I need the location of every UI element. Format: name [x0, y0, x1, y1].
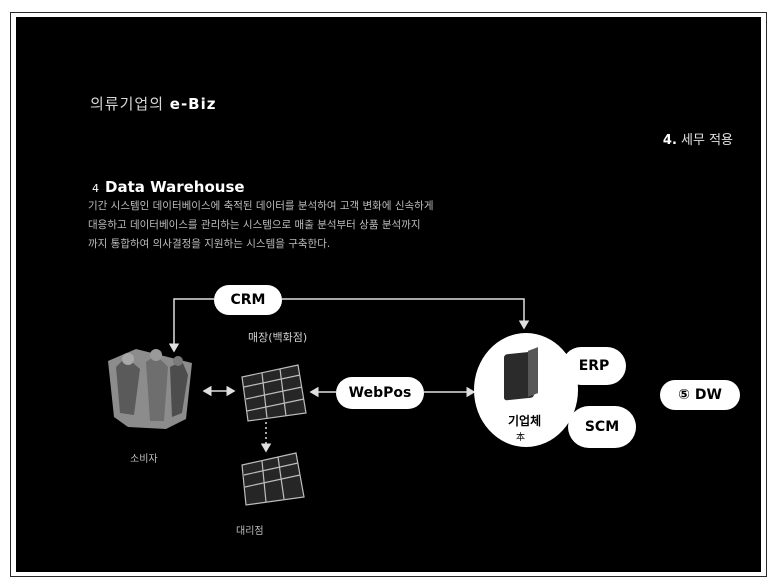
description-line: 대응하고 데이터베이스를 관리하는 시스템으로 매출 분석부터 상품 분석까지 — [88, 219, 421, 231]
subject-ebiz: e-Biz — [169, 95, 217, 113]
dw-badge: ⑤ DW — [660, 380, 740, 410]
heading-number: 4 — [92, 182, 99, 195]
slide: 의류기업의 e-Biz 4. 세무 적용 4 Data Warehouse 기간 … — [16, 17, 761, 572]
store-building-image — [241, 364, 307, 422]
server-side-icon — [528, 347, 538, 397]
store-bottom-label: 대리점 — [236, 526, 264, 537]
dw-heading: 4 Data Warehouse — [92, 178, 245, 196]
agency-building-image — [241, 452, 305, 506]
heading-text: Data Warehouse — [105, 178, 245, 196]
section-number: 4. — [662, 133, 677, 148]
crm-link-left — [168, 298, 214, 353]
section-title: 4. 세무 적용 — [663, 129, 733, 148]
description-line: 기간 시스템인 데이터베이스에 축적된 데이터를 분석하여 고객 변화에 신속하… — [88, 200, 434, 212]
consumer-image — [108, 349, 192, 429]
section-text: 세무 적용 — [676, 133, 733, 148]
corp-label: 기업체 — [508, 414, 542, 428]
webpos-badge: WebPos — [336, 377, 424, 409]
subject-korean: 의류기업의 — [90, 95, 170, 113]
crm-link-right — [282, 298, 530, 330]
description: 기간 시스템인 데이터베이스에 축적된 데이터를 분석하여 고객 변화에 신속하… — [88, 197, 738, 254]
erp-badge: ERP — [562, 347, 626, 385]
slide-subject: 의류기업의 e-Biz — [90, 93, 217, 114]
store-top-label: 매장(백화점) — [248, 331, 308, 344]
corp-sub-label: 本 — [516, 433, 526, 443]
crm-badge: CRM — [214, 285, 282, 315]
connector-layer — [108, 298, 530, 506]
description-line: 까지 통합하여 의사결정을 지원하는 시스템을 구축한다. — [88, 238, 331, 250]
scm-badge: SCM — [568, 406, 636, 448]
consumer-label: 소비자 — [130, 454, 158, 465]
